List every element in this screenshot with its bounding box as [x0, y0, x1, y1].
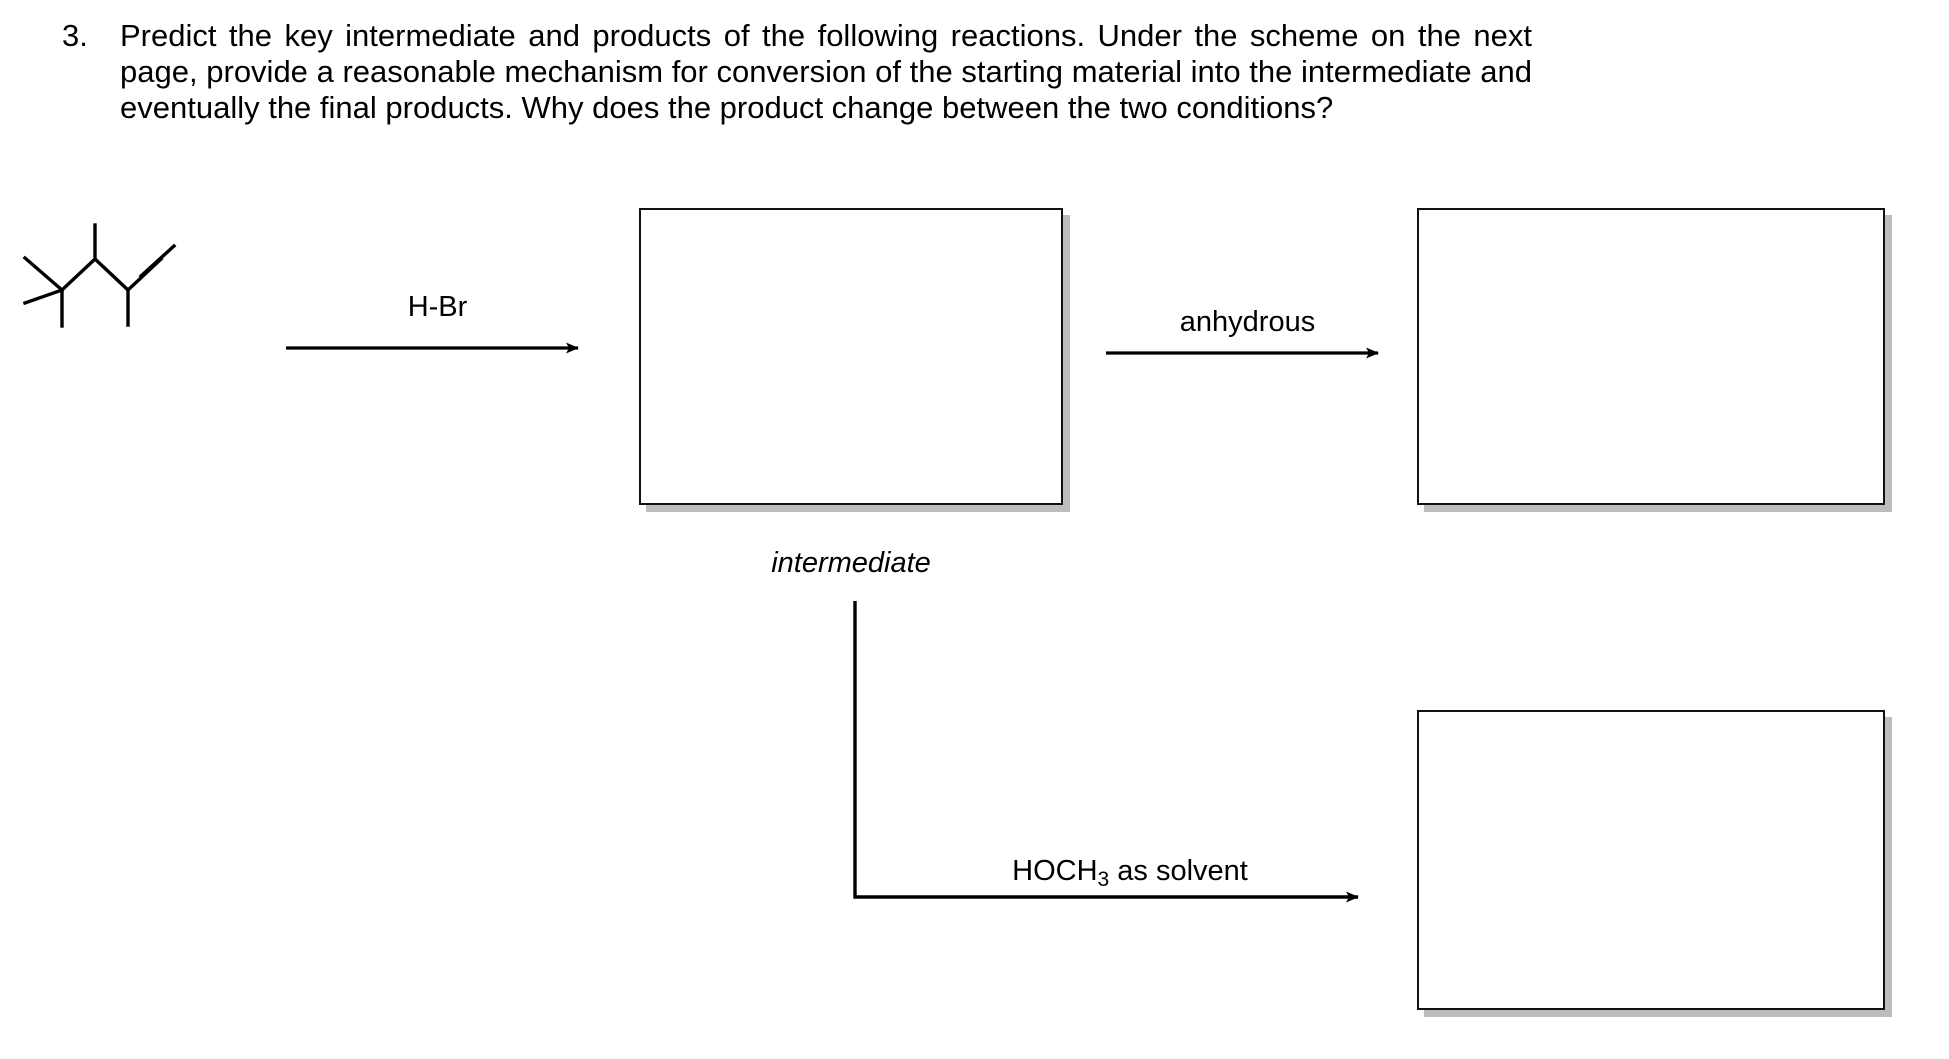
- question-text-line-2: provide a reasonable mechanism for conve…: [206, 54, 1532, 89]
- question-text-line-1: Predict the key intermediate and product…: [120, 18, 1532, 89]
- product-box-top[interactable]: [1417, 208, 1885, 505]
- question-text: Predict the key intermediate and product…: [120, 18, 1532, 126]
- bond-c3-c2: [92, 256, 131, 293]
- question-block: 3. Predict the key intermediate and prod…: [62, 18, 1532, 126]
- intermediate-box[interactable]: [639, 208, 1063, 505]
- reaction-arrow-label-hbr: H-Br: [407, 291, 468, 323]
- methanol-label-prefix: HOCH: [1012, 855, 1098, 887]
- methanol-label-subscript: 3: [1097, 868, 1110, 891]
- bond-c4-c3: [59, 256, 98, 293]
- intermediate-box-caption: intermediate: [771, 547, 931, 579]
- starting-material-structure: [22, 223, 177, 328]
- reaction-arrow-2-bottom-elbow: [853, 601, 1359, 903]
- reaction-arrow-label-methanol: HOCH3 as solvent: [890, 855, 1370, 892]
- methanol-label-suffix: as solvent: [1109, 855, 1248, 887]
- question-text-line-3: eventually the final products. Why does …: [120, 90, 1334, 125]
- reaction-arrow-label-anhydrous: anhydrous: [1179, 306, 1316, 338]
- product-box-bottom[interactable]: [1417, 710, 1885, 1010]
- bond-methyl-upper-left: [22, 255, 65, 293]
- bond-c2-c1-outer: [138, 243, 177, 279]
- question-number: 3.: [62, 18, 88, 53]
- bond-methyl-lower-left: [22, 287, 65, 306]
